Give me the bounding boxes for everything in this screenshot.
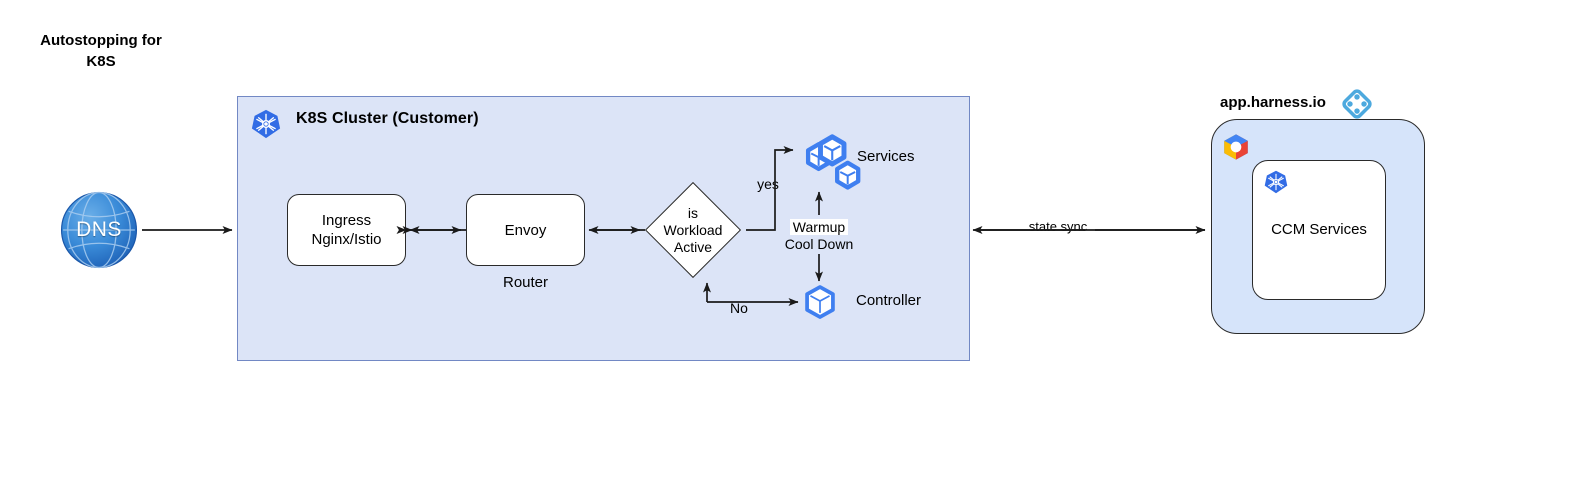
state-sync-label: state sync (1018, 219, 1098, 234)
k8s-cluster-title: K8S Cluster (Customer) (296, 110, 479, 127)
page-title: Autostopping for K8S (40, 32, 162, 70)
no-edge-label: No (722, 300, 756, 316)
controller-label: Controller (856, 292, 922, 309)
google-cloud-icon (1224, 134, 1248, 160)
decision-label: is Workload Active (663, 204, 723, 255)
dns-node[interactable]: DNS (60, 191, 138, 269)
kubernetes-pods-icon (805, 134, 861, 190)
envoy-label: Envoy (504, 221, 547, 239)
warmup-label-line2: Cool Down (784, 236, 854, 252)
warmup-cooldown-label: Warmup Cool Down (771, 219, 867, 253)
kubernetes-icon (251, 109, 281, 139)
warmup-label-line1: Warmup (789, 219, 849, 235)
services-label: Services (857, 148, 915, 165)
dns-label: DNS (76, 218, 122, 241)
decision-node[interactable]: is Workload Active (644, 181, 742, 279)
harness-title: app.harness.io (1220, 94, 1326, 111)
globe-icon (60, 191, 138, 269)
ingress-label: Ingress Nginx/Istio (311, 212, 382, 248)
router-label: Router (502, 274, 549, 291)
harness-diamond-logo (1342, 89, 1372, 119)
ccm-services-label: CCM Services (1271, 221, 1367, 238)
envoy-node[interactable]: Envoy (466, 194, 585, 266)
ingress-node[interactable]: Ingress Nginx/Istio (287, 194, 406, 266)
yes-edge-label: yes (757, 176, 779, 192)
kubernetes-pod-icon (805, 285, 835, 319)
kubernetes-icon (1264, 170, 1288, 194)
